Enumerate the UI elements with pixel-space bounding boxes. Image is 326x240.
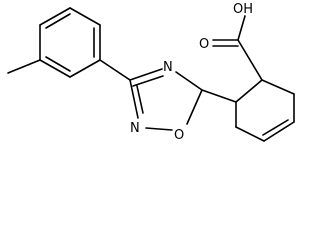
atom-label-o1: O: [174, 128, 184, 143]
bond-methyl: [7, 59, 41, 74]
bond-c5-o1: [186, 89, 203, 125]
cyclohexene-ring: [235, 79, 295, 142]
chemical-structure-diagram: N N O OH O: [7, 2, 295, 143]
atom-label-hydroxyl: OH: [233, 2, 253, 17]
bond-ring-c1-c2: [235, 79, 263, 103]
bond-n2-c3: [129, 79, 139, 119]
bond-benzene-3: [69, 7, 101, 26]
bond-ring-c4-c5: [263, 121, 295, 142]
oxadiazole-ring: N N O: [129, 60, 203, 143]
bond-oxadiazole-cyclohexene: [201, 89, 237, 103]
methyl-group: [7, 59, 41, 74]
bond-n4-c5: [175, 71, 203, 91]
bond-benzene-6: [39, 59, 71, 78]
benzene-ring: [39, 7, 101, 78]
bond-benzene-2: [39, 7, 71, 26]
bond-n2-c3-double: [136, 85, 144, 114]
carboxylic-acid-group: OH O: [199, 2, 263, 81]
bond-c3-n4-double: [132, 75, 164, 87]
atom-label-carbonyl-oxygen: O: [199, 37, 209, 52]
bond-ring-c4-c5-double: [262, 119, 289, 136]
atom-label-n4: N: [163, 60, 173, 75]
bond-o1-n2: [145, 127, 173, 131]
bond-benzene-double-3: [45, 56, 71, 72]
bond-benzene-5: [69, 59, 101, 78]
bond-ring-c2-c3: [261, 79, 295, 95]
bond-aryl-oxadiazole: [99, 59, 131, 81]
atom-label-n2: N: [130, 121, 140, 136]
bond-ring-carboxyl: [237, 39, 263, 81]
bond-ring-c5-c6: [235, 126, 265, 142]
bond-benzene-double-1: [45, 13, 71, 29]
bond-carboxyl-hydroxyl: [237, 15, 246, 41]
bond-c3-n4: [129, 68, 163, 81]
